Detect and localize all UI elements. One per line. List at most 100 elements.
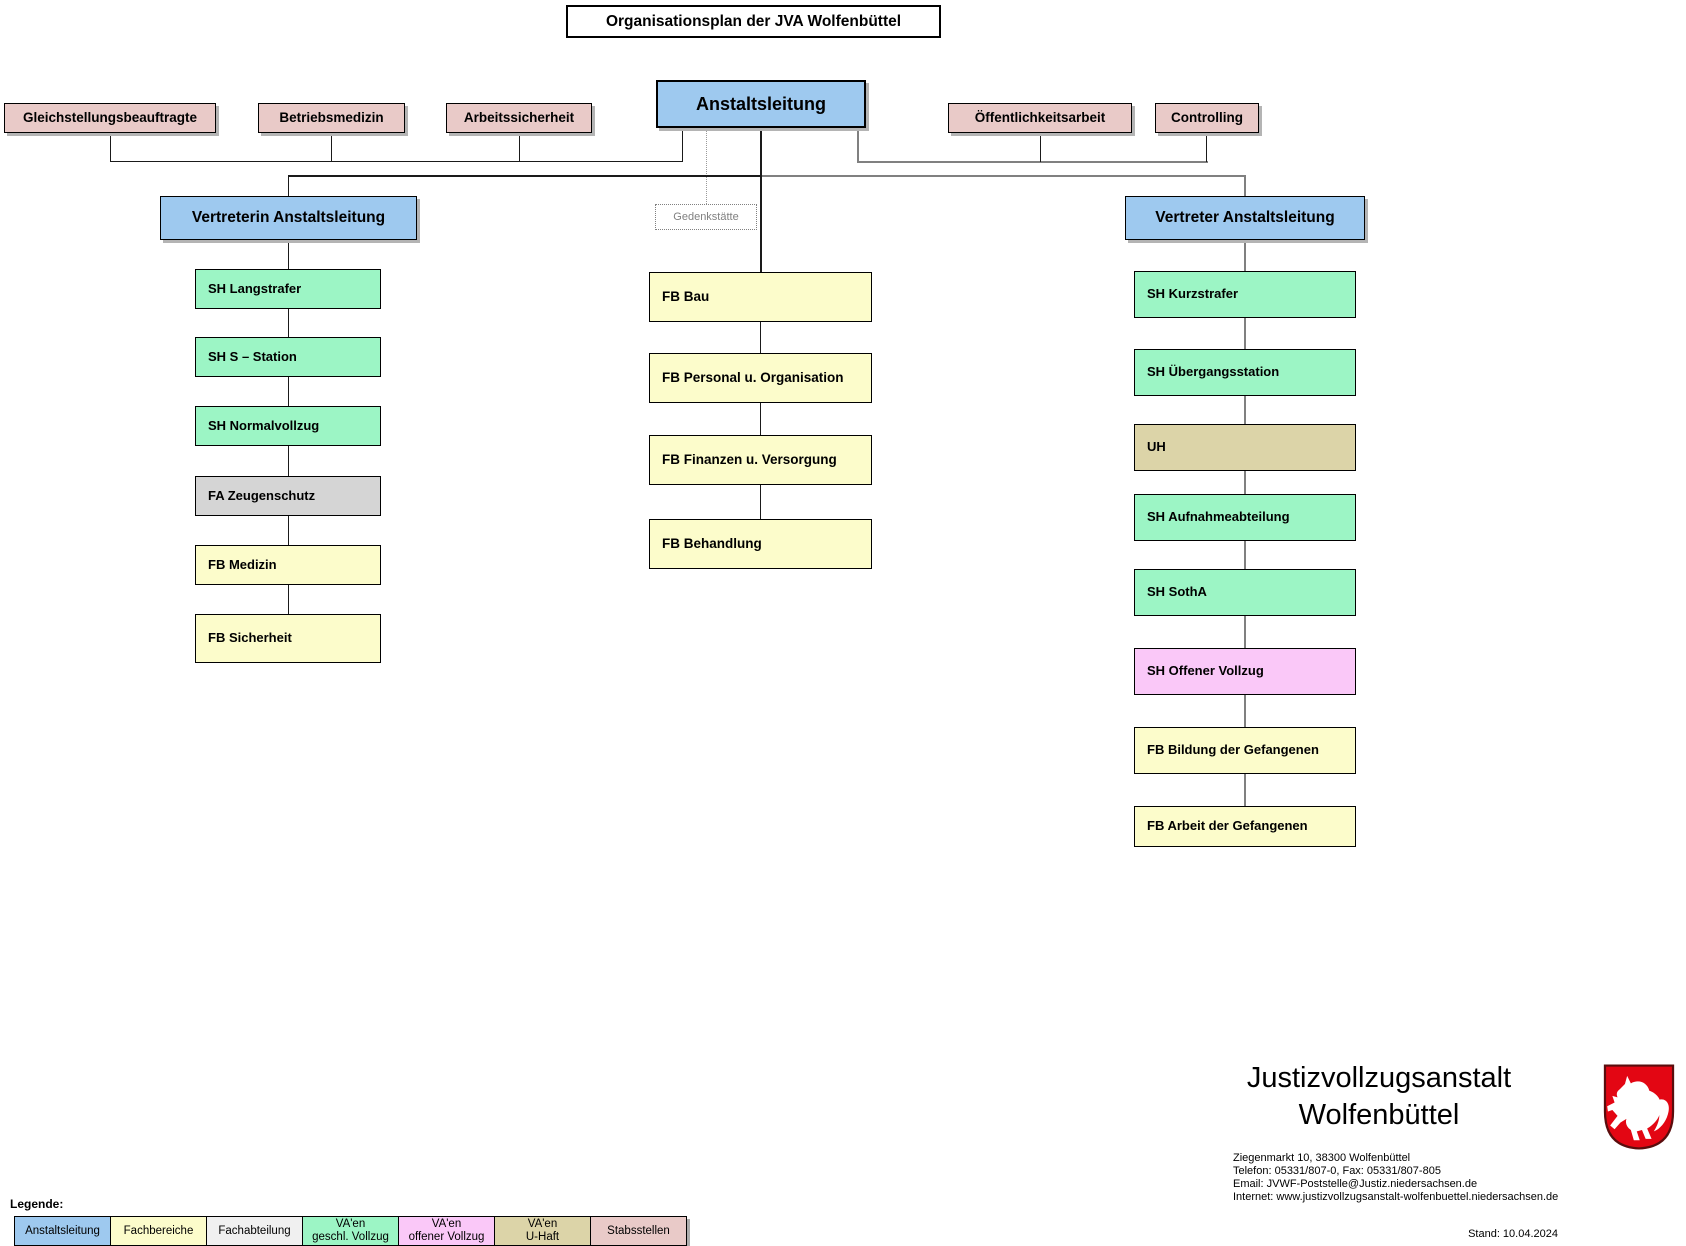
legend-item-label: VA'en	[335, 1218, 366, 1231]
connector	[288, 175, 289, 196]
connector	[288, 377, 289, 406]
connector	[760, 175, 762, 272]
org-box-gleichstellungsbeauftragte: Gleichstellungsbeauftragte	[4, 103, 216, 133]
org-box-label: SH SothA	[1147, 584, 1207, 600]
legend-item-label: Fachbereiche	[123, 1224, 194, 1237]
legend-item-vaen-geschl-vollzug: VA'en geschl. Vollzug	[302, 1216, 399, 1246]
legend-item-anstaltsleitung: Anstaltsleitung	[14, 1216, 111, 1246]
org-box-label: Gedenkstätte	[673, 211, 739, 223]
connector	[1244, 396, 1246, 424]
org-box-label: FB Bau	[662, 289, 710, 305]
page-title-text: Organisationsplan der JVA Wolfenbüttel	[605, 12, 902, 30]
stand-date-text: Stand: 10.04.2024	[1468, 1228, 1558, 1240]
org-box-vertreter-anstaltsleitung: Vertreter Anstaltsleitung	[1125, 196, 1365, 240]
org-box-label: SH Langstrafer	[208, 280, 302, 296]
connector	[288, 516, 289, 545]
connector	[760, 175, 1245, 177]
org-box-label: FB Finanzen u. Versorgung	[662, 452, 837, 468]
connector	[1206, 133, 1207, 162]
address-street: Ziegenmarkt 10, 38300 Wolfenbüttel	[1233, 1152, 1411, 1164]
legend-item-vaen-u-haft: VA'en U-Haft	[494, 1216, 591, 1246]
connector	[1244, 318, 1246, 349]
legend-heading: Legende:	[10, 1197, 63, 1211]
org-box-label: Vertreterin Anstaltsleitung	[191, 209, 386, 227]
legend-item-label-line2: offener Vollzug	[408, 1231, 485, 1243]
legend-item-label-line2: U-Haft	[525, 1231, 560, 1243]
connector	[1244, 471, 1246, 494]
org-box-anstaltsleitung: Anstaltsleitung	[656, 80, 866, 128]
org-box-sh-langstrafer: SH Langstrafer	[195, 269, 381, 309]
connector	[760, 128, 762, 176]
connector	[1244, 695, 1246, 727]
org-box-label: FB Personal u. Organisation	[662, 370, 844, 386]
org-box-arbeitssicherheit: Arbeitssicherheit	[446, 103, 592, 133]
legend-item-label: VA'en	[527, 1218, 558, 1231]
connector	[110, 161, 683, 162]
org-box-label: Controlling	[1171, 110, 1243, 126]
org-box-fb-arbeit-der-gefangenen: FB Arbeit der Gefangenen	[1134, 806, 1356, 847]
org-box-fb-personal-u-organisation: FB Personal u. Organisation	[649, 353, 872, 403]
org-box-sh-kurzstrafer: SH Kurzstrafer	[1134, 271, 1356, 318]
org-box-label: Arbeitssicherheit	[463, 110, 575, 126]
org-box-vertreterin-anstaltsleitung: Vertreterin Anstaltsleitung	[160, 196, 417, 240]
connector-dotted-gedenkstaette	[706, 128, 707, 204]
org-box-label: SH Aufnahmeabteilung	[1147, 509, 1290, 525]
connector	[857, 128, 859, 162]
org-box-label: Öffentlichkeitsarbeit	[974, 110, 1106, 126]
org-name: Justizvollzugsanstalt Wolfenbüttel	[1146, 1060, 1612, 1134]
org-name-line1: Justizvollzugsanstalt	[1246, 1062, 1512, 1094]
org-box-label: FB Medizin	[208, 556, 277, 572]
org-box-gedenkstaette: Gedenkstätte	[655, 204, 757, 230]
address-internet: Internet: www.justizvollzugsanstalt-wolf…	[1233, 1191, 1559, 1203]
connector	[1040, 133, 1041, 162]
org-box-sh-sotha: SH SothA	[1134, 569, 1356, 616]
org-box-uh: UH	[1134, 424, 1356, 471]
connector	[288, 585, 289, 614]
org-box-sh-normalvollzug: SH Normalvollzug	[195, 406, 381, 446]
address-email: Email: JVWF-Poststelle@Justiz.niedersach…	[1233, 1178, 1478, 1190]
org-box-label: Anstaltsleitung	[695, 93, 826, 114]
connector	[760, 322, 761, 353]
legend: Anstaltsleitung Fachbereiche Fachabteilu…	[14, 1216, 687, 1246]
legend-item-label: Stabsstellen	[607, 1224, 670, 1237]
org-box-label: SH Übergangsstation	[1147, 364, 1280, 380]
connector	[1244, 541, 1246, 569]
org-box-label: FA Zeugenschutz	[208, 487, 316, 503]
org-box-label: Betriebsmedizin	[279, 110, 384, 126]
org-box-label: FB Sicherheit	[208, 630, 292, 646]
org-box-fa-zeugenschutz: FA Zeugenschutz	[195, 476, 381, 516]
org-box-label: SH Normalvollzug	[208, 417, 320, 433]
org-name-line2: Wolfenbüttel	[1298, 1099, 1460, 1131]
connector	[682, 128, 683, 162]
org-box-label: SH S – Station	[208, 348, 297, 364]
org-box-fb-sicherheit: FB Sicherheit	[195, 614, 381, 663]
page-title: Organisationsplan der JVA Wolfenbüttel	[566, 5, 941, 38]
org-box-sh-offener-vollzug: SH Offener Vollzug	[1134, 648, 1356, 695]
org-address: Ziegenmarkt 10, 38300 Wolfenbüttel Telef…	[1233, 1152, 1558, 1204]
address-phone: Telefon: 05331/807-0, Fax: 05331/807-805	[1233, 1165, 1441, 1177]
org-box-fb-behandlung: FB Behandlung	[649, 519, 872, 569]
org-box-fb-bildung-der-gefangenen: FB Bildung der Gefangenen	[1134, 727, 1356, 774]
connector	[331, 133, 332, 161]
connector	[857, 161, 1208, 163]
legend-item-stabsstellen: Stabsstellen	[590, 1216, 687, 1246]
connector	[288, 446, 289, 476]
org-box-label: Vertreter Anstaltsleitung	[1155, 209, 1335, 227]
legend-item-fachabteilung: Fachabteilung	[206, 1216, 303, 1246]
org-box-fb-bau: FB Bau	[649, 272, 872, 322]
org-box-sh-aufnahmeabteilung: SH Aufnahmeabteilung	[1134, 494, 1356, 541]
connector	[288, 309, 289, 337]
connector	[1244, 774, 1246, 806]
lower-saxony-coat-of-arms-icon	[1603, 1064, 1675, 1150]
org-box-label: FB Behandlung	[662, 536, 762, 552]
org-box-label: UH	[1147, 439, 1166, 455]
connector	[760, 485, 761, 519]
connector	[288, 175, 761, 177]
connector	[760, 403, 761, 435]
org-box-fb-finanzen-u-versorgung: FB Finanzen u. Versorgung	[649, 435, 872, 485]
org-box-controlling: Controlling	[1155, 103, 1259, 133]
org-box-betriebsmedizin: Betriebsmedizin	[258, 103, 405, 133]
connector	[110, 133, 111, 161]
org-box-fb-medizin: FB Medizin	[195, 545, 381, 585]
